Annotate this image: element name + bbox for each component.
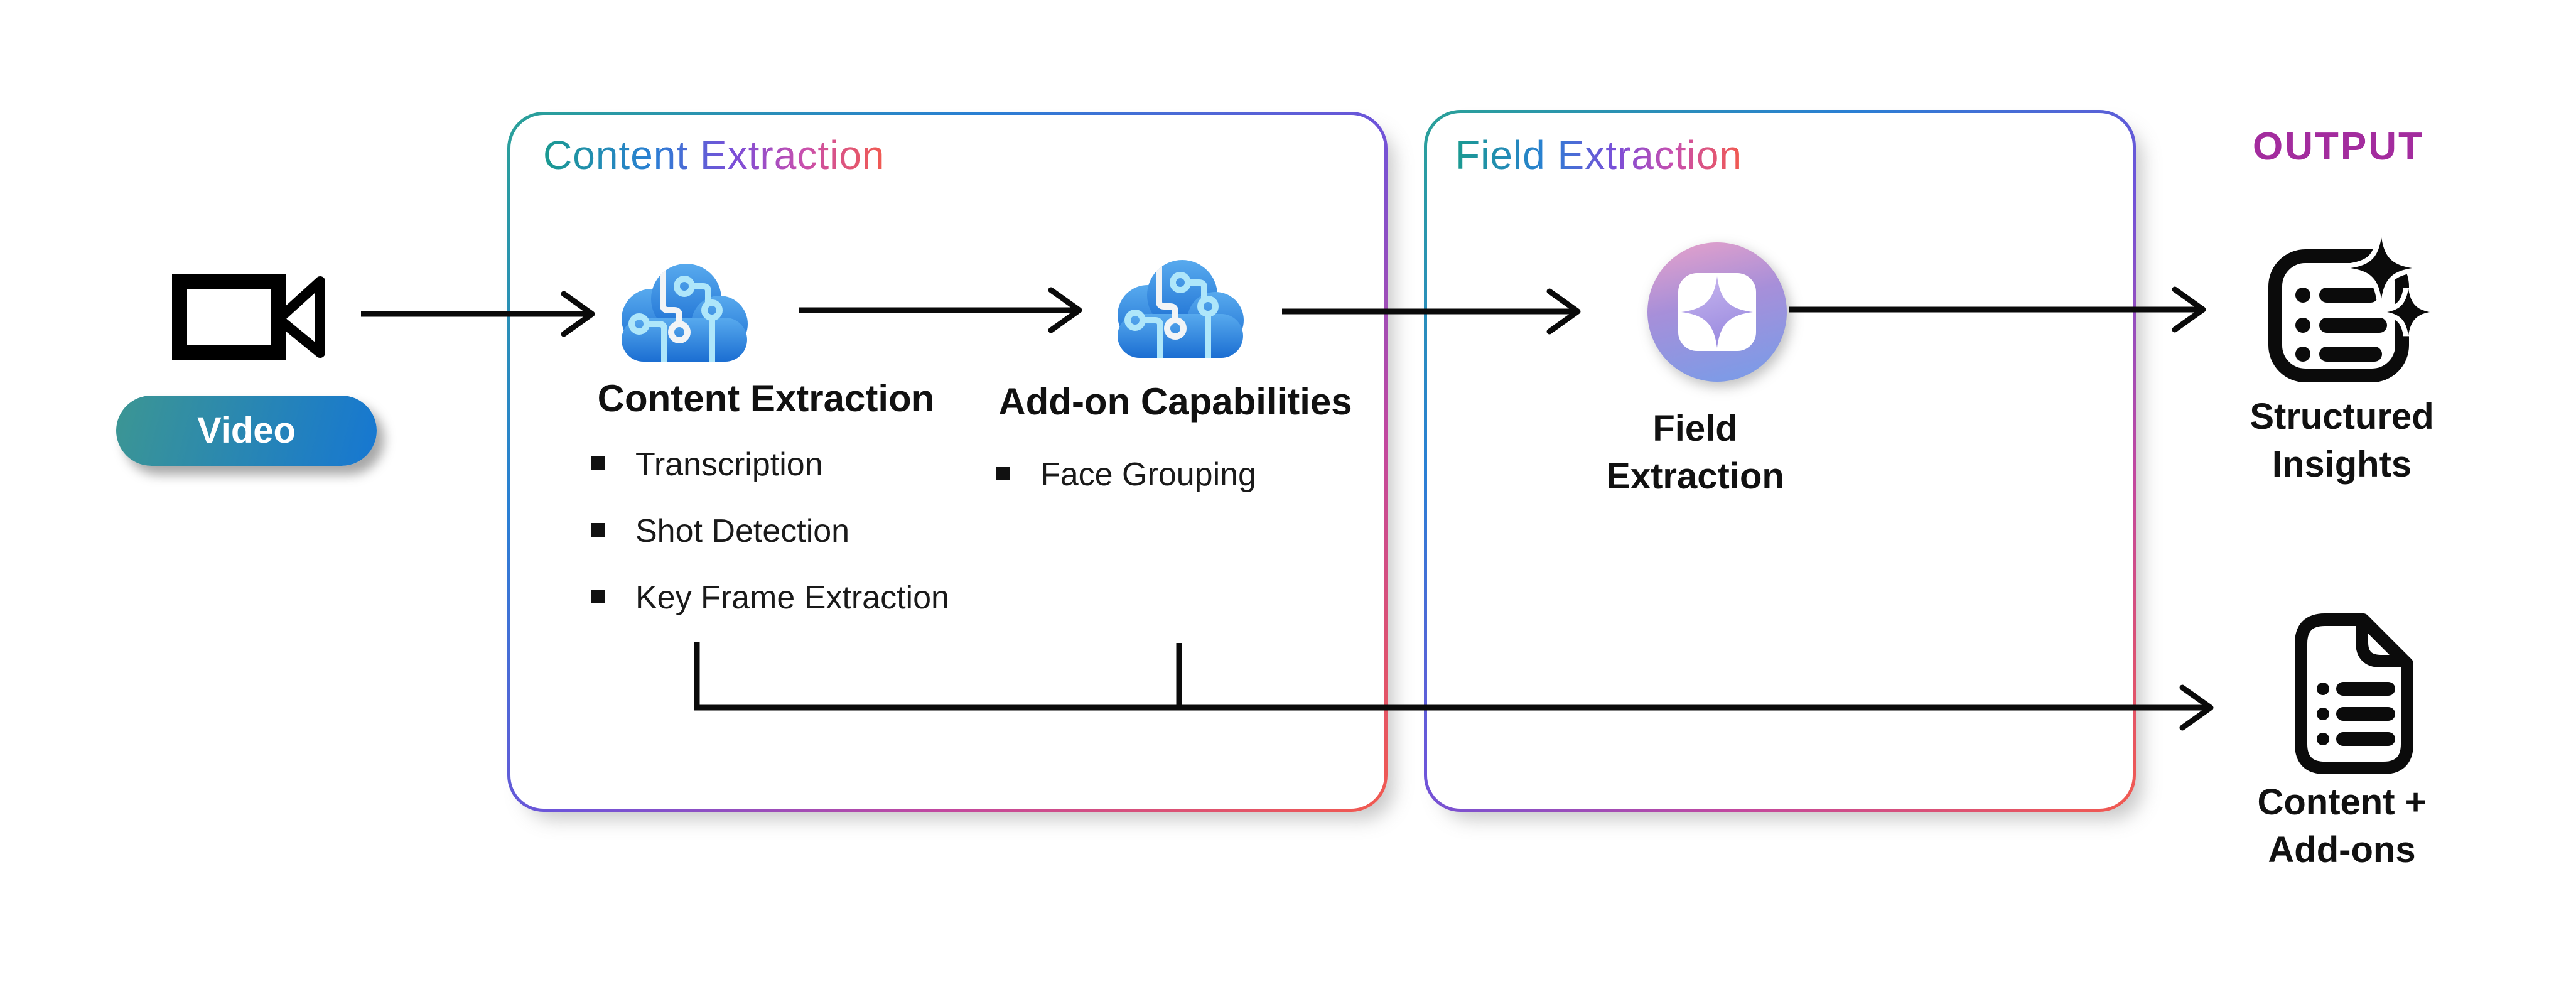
bullet-face-grouping: Face Grouping	[995, 457, 1256, 492]
content-extraction-node-label: Content Extraction	[597, 377, 935, 419]
video-camera-icon	[172, 274, 325, 360]
ai-cloud-icon	[1118, 260, 1244, 358]
content-addons-label: Content + Add-ons	[2257, 782, 2427, 870]
document-list-icon	[2295, 613, 2413, 774]
field-extraction-node-label: Field Extraction	[1606, 408, 1784, 497]
structured-list-sparkle-icon	[2268, 236, 2430, 382]
addon-capabilities-bullet-list: Face Grouping	[995, 457, 1256, 524]
video-input-label: Video	[197, 410, 296, 451]
content-extraction-box-title: Content Extraction	[543, 132, 885, 178]
bullet-shot-detection: Shot Detection	[590, 514, 949, 549]
content-extraction-bullet-list: Transcription Shot Detection Key Frame E…	[590, 447, 949, 647]
ai-cloud-icon	[622, 264, 748, 362]
bullet-key-frame-extraction: Key Frame Extraction	[590, 580, 949, 615]
video-input-pill: Video	[116, 396, 377, 466]
bullet-transcription: Transcription	[590, 447, 949, 482]
field-extraction-box-title: Field Extraction	[1455, 132, 1743, 178]
structured-insights-label: Structured Insights	[2250, 396, 2434, 485]
sparkle-badge-icon	[1647, 242, 1787, 382]
addon-capabilities-node-label: Add-on Capabilities	[998, 380, 1352, 423]
output-heading: OUTPUT	[2253, 125, 2424, 168]
